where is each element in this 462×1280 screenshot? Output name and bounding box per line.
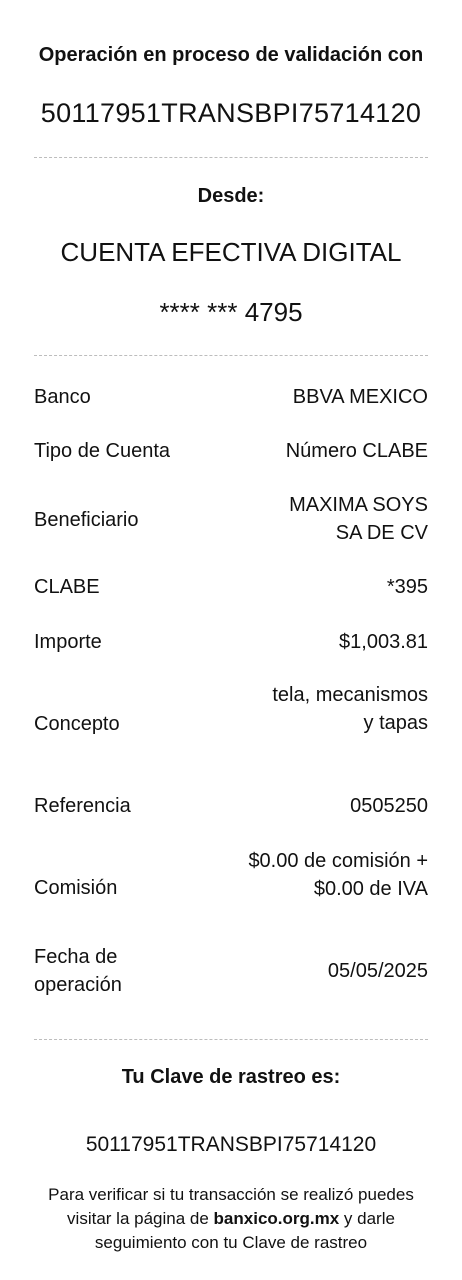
verify-text-suffix: y darle seguimiento con tu Clave de rast…: [94, 1209, 395, 1252]
detail-value-reference: 0505250: [350, 795, 428, 817]
detail-label-commission: Comisión: [34, 877, 118, 899]
divider: [34, 1039, 428, 1040]
origin-label: Desde:: [197, 185, 265, 207]
tracking-code: 50117951TRANSBPI75714120: [85, 1133, 377, 1156]
detail-value-clabe: *395: [386, 576, 428, 598]
detail-label-beneficiary: Beneficiario: [34, 509, 139, 531]
verify-instructions: Para verificar si tu transacción se real…: [40, 1183, 422, 1255]
tracking-title: Tu Clave de rastreo es:: [121, 1066, 341, 1088]
detail-value-commission: $0.00 de comisión + $0.00 de IVA: [248, 850, 428, 900]
detail-label-concept: Concepto: [34, 713, 120, 735]
detail-value-amount: $1,003.81: [339, 631, 428, 653]
verify-text-prefix: Para verificar si tu transacción se real…: [48, 1185, 414, 1228]
detail-value-beneficiary: MAXIMA SOYS SA DE CV: [289, 494, 428, 544]
detail-label-amount: Importe: [34, 631, 102, 653]
divider: [34, 157, 428, 158]
status-message: Operación en proceso de validación con: [38, 44, 424, 66]
origin-account-name: CUENTA EFECTIVA DIGITAL: [60, 237, 402, 267]
detail-label-account-type: Tipo de Cuenta: [34, 440, 171, 462]
detail-value-bank: BBVA MEXICO: [292, 386, 428, 408]
operation-reference: 50117951TRANSBPI75714120: [40, 98, 422, 128]
detail-label-bank: Banco: [34, 386, 91, 408]
divider: [34, 355, 428, 356]
detail-label-clabe: CLABE: [34, 576, 100, 598]
origin-account-number: **** *** 4795: [159, 297, 303, 327]
banxico-link[interactable]: banxico.org.mx: [213, 1209, 340, 1228]
detail-value-concept: tela, mecanismos y tapas: [272, 684, 428, 734]
detail-label-reference: Referencia: [34, 795, 131, 817]
detail-label-operation-date: Fecha de operación: [34, 946, 122, 996]
detail-value-account-type: Número CLABE: [285, 440, 428, 462]
detail-value-operation-date: 05/05/2025: [327, 960, 428, 982]
